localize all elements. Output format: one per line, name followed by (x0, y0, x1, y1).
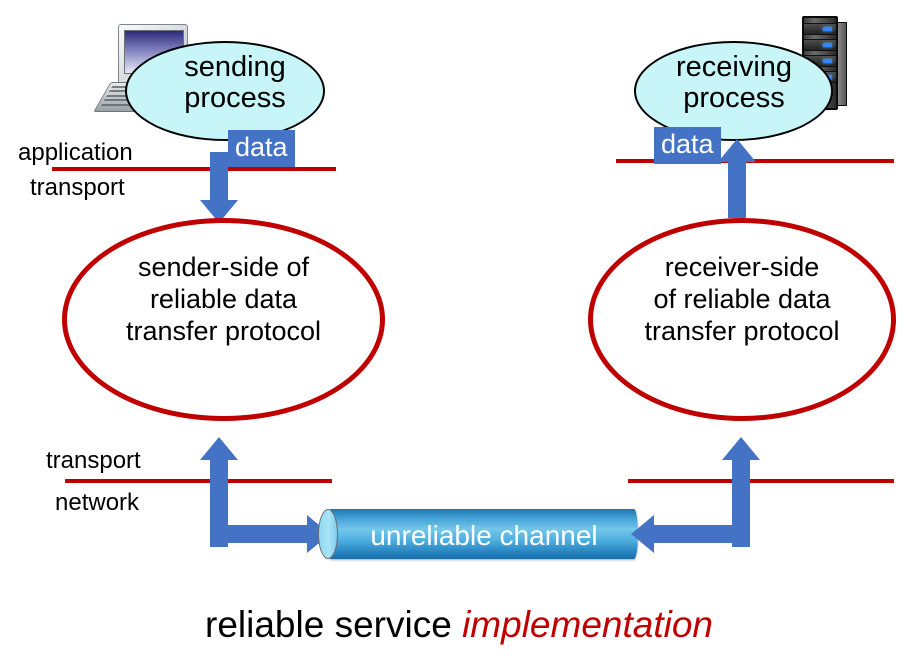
application-transport-divider-left (52, 167, 336, 171)
receiver-side-protocol-label: receiver-side of reliable data transfer … (644, 252, 840, 346)
data-down-arrow (199, 152, 239, 224)
sending-process-label: sending process (184, 51, 286, 115)
arrow-head-up (722, 437, 760, 460)
data-up-arrow (717, 139, 757, 218)
receiving-process-node[interactable] (634, 41, 833, 141)
channel-cylinder-cap (318, 509, 338, 559)
channel-to-receiver-arrow (630, 437, 770, 553)
receiving-process-label: receiving process (675, 51, 793, 115)
receiver-side-protocol-node[interactable] (588, 218, 896, 421)
sending-process-node[interactable] (125, 41, 325, 141)
layer-label-transport-upper: transport (30, 174, 125, 201)
arrow-head-left (631, 515, 654, 553)
transport-network-divider-right (628, 479, 894, 483)
sender-to-channel-arrow (190, 437, 330, 553)
caption-plain: reliable service (205, 604, 463, 645)
arrow-head-up (200, 437, 238, 460)
unreliable-channel-node[interactable]: unreliable channel (318, 509, 638, 559)
layer-label-application: application (18, 139, 133, 166)
arrow-horizontal-shaft (210, 525, 309, 543)
arrow-horizontal-shaft (654, 525, 750, 543)
layer-label-network: network (55, 489, 140, 516)
layer-label-transport-lower: transport (46, 447, 141, 474)
arrow-shaft (728, 161, 746, 218)
unreliable-channel-label: unreliable channel (370, 520, 598, 551)
sender-side-protocol-node[interactable] (62, 218, 385, 421)
transport-network-divider-left (65, 479, 332, 483)
channel-cylinder-body (327, 509, 638, 559)
caption-emphasis: implementation (462, 604, 713, 645)
arrow-shaft (210, 152, 228, 202)
sender-side-protocol-label: sender-side of reliable data transfer pr… (125, 252, 322, 346)
diagram-caption: reliable service implementation (0, 604, 918, 646)
sender-data-tag: data (228, 130, 295, 167)
receiver-data-tag: data (654, 127, 721, 164)
arrow-head (200, 200, 238, 223)
arrow-head (718, 139, 756, 162)
